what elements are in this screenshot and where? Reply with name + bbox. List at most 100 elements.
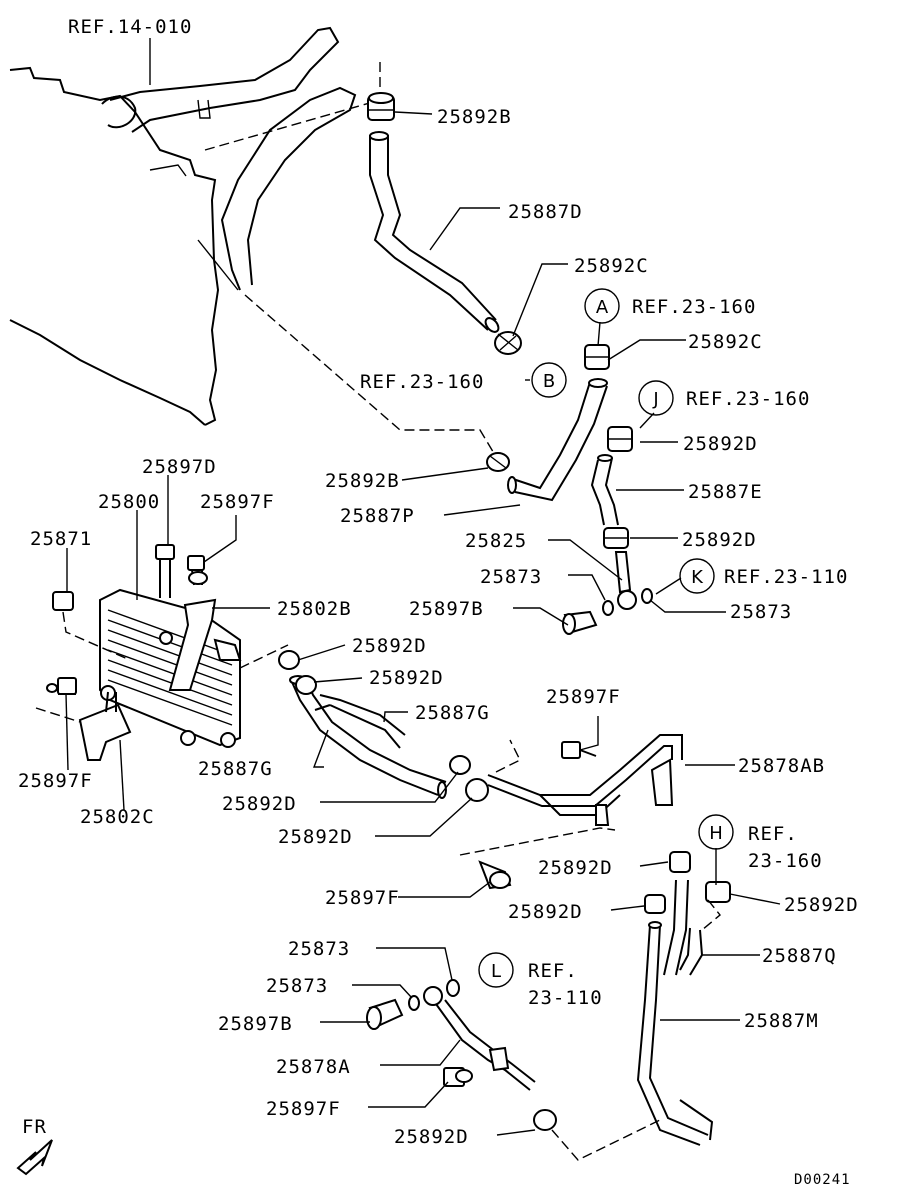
bolt-25897b-low [366,998,404,1030]
nut-25871 [52,591,131,661]
clamp-25892d-low2 [465,778,489,802]
callout-circle-b: B [531,362,567,398]
label-25897f-low: 25897F [325,887,400,909]
label-ref-23-110-k: REF.23-110 [724,566,848,588]
label-25887g-right: 25887G [415,702,490,724]
label-25897f-left: 25897F [18,770,93,792]
svg-text:K: K [691,567,704,588]
label-25887e: 25887E [688,481,763,503]
label-25873-upper: 25873 [480,566,542,588]
label-25897d: 25897D [142,456,217,478]
bolt-25897f-left [46,677,77,695]
label-25892d-m: 25892D [508,901,583,923]
label-25800: 25800 [98,491,160,513]
clamp-25892c-a [584,344,610,370]
hose-25887d [369,131,500,333]
bolt-25897f-bottom [443,1067,473,1087]
lower-radiator-hose [220,86,496,456]
ref-line-k [495,739,521,773]
label-25897b-upper: 25897B [409,598,484,620]
label-25892b-mid: 25892B [325,470,400,492]
label-25802c: 25802C [80,806,155,828]
callout-circle-l: L [478,952,514,988]
label-25873-low2: 25873 [266,975,328,997]
label-25892d-h-side: 25892D [538,857,613,879]
clamp-25892c-upper [494,331,522,355]
label-25892d-bottom: 25892D [394,1126,469,1148]
hose-25887p [507,378,608,502]
tube-25878ab [459,734,683,856]
bolt-25897f-top [187,555,208,586]
washer-25873-low [408,979,460,1011]
label-25887p: 25887P [340,505,415,527]
label-ref-h-2: 23-160 [748,850,823,872]
label-25871: 25871 [30,528,92,550]
fitting-25825 [614,551,637,610]
label-25887d: 25887D [508,201,583,223]
bracket-25802c [35,691,132,761]
hose-25887m [636,921,714,1146]
label-diagram-code: D00241 [794,1172,851,1187]
label-25892d-low2: 25892D [278,826,353,848]
ref-line-g [239,644,289,669]
label-25887m: 25887M [744,1010,819,1032]
clamp-25892b-mid [486,452,510,472]
label-25892d-e: 25892D [682,529,757,551]
label-25897f-bottom: 25897F [266,1098,341,1120]
clamp-25892d-low1 [449,755,471,775]
clamp-25892b-top [367,92,395,121]
clamp-25892d-bottom-mid [644,894,666,914]
label-25892c-a: 25892C [688,331,763,353]
radiator-outline [9,66,239,426]
leader-lines [65,38,781,1136]
label-25825: 25825 [465,530,527,552]
label-ref-l-1: REF. [528,960,578,982]
label-25892d-low1: 25892D [222,793,297,815]
label-25873-right: 25873 [730,601,792,623]
tube-25878a [423,986,536,1091]
bolt-25897b-upper [562,610,598,635]
clamp-25892d-g1 [278,650,300,670]
label-25878ab: 25878AB [738,755,825,777]
washer-25873-upper [602,588,653,616]
svg-text:H: H [709,823,723,844]
label-25873-low1: 25873 [288,938,350,960]
label-ref-23-160-j: REF.23-160 [686,388,810,410]
clamp-25892d-e [603,527,629,549]
label-25892d-j: 25892D [683,433,758,455]
callout-circle-j: J [638,380,674,416]
label-ref-l-2: 23-110 [528,987,603,1009]
callout-circle-k: K [679,558,715,594]
svg-text:A: A [596,297,609,318]
callout-circle-h: H [698,814,734,850]
label-25892b-top: 25892B [437,106,512,128]
front-arrow-icon [16,1139,53,1176]
label-25892d-g2: 25892D [369,667,444,689]
label-25887q: 25887Q [762,945,837,967]
label-ref-14-010: REF.14-010 [68,16,192,38]
label-25892c-upper: 25892C [574,255,649,277]
clamp-25892d-m [669,851,691,873]
label-25878a: 25878A [276,1056,351,1078]
hose-25887g [289,675,447,799]
clamp-25892d-j [607,426,633,452]
label-25897f-mid: 25897F [546,686,621,708]
label-25897b-low: 25897B [218,1013,293,1035]
label-25887g-left: 25887G [198,758,273,780]
label-ref-23-160-b: REF.23-160 [360,371,484,393]
label-ref-23-160-a: REF.23-160 [632,296,756,318]
bracket-25802b [168,598,242,691]
label-25802b: 25802B [277,598,352,620]
bolt-25897d [155,544,175,598]
label-25897f-top: 25897F [200,491,275,513]
svg-text:B: B [543,371,555,392]
label-25892d-right: 25892D [784,894,859,916]
label-fr: FR [22,1116,47,1138]
svg-text:L: L [491,961,501,982]
bolt-25897f-low [478,860,512,890]
clamp-25892d-right [705,881,731,903]
label-ref-h-1: REF. [748,823,798,845]
clamp-25892d-bottom [533,1109,661,1161]
svg-text:J: J [652,389,658,410]
bolt-25897f-mid [561,741,597,759]
